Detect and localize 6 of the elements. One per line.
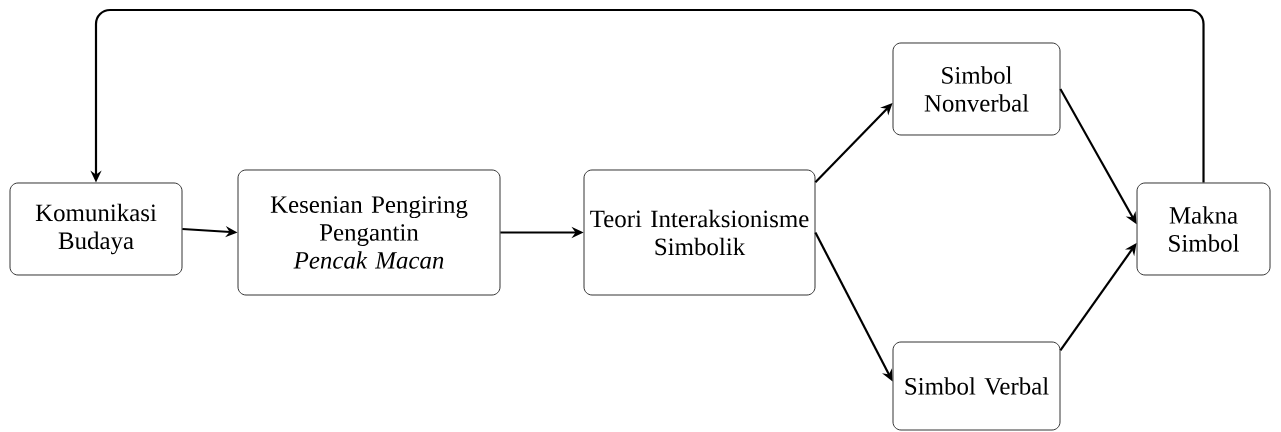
process-box: Teori Interaksionisme Simbolik [583, 169, 816, 296]
process-box: Komunikasi Budaya [9, 182, 183, 276]
process-box: Kesenian Pengiring Pengantin Pencak Macan [237, 169, 501, 296]
process-box: Makna Simbol [1136, 182, 1271, 276]
process-box: Simbol Nonverbal [892, 42, 1061, 136]
process-box: Simbol Verbal [892, 341, 1061, 431]
